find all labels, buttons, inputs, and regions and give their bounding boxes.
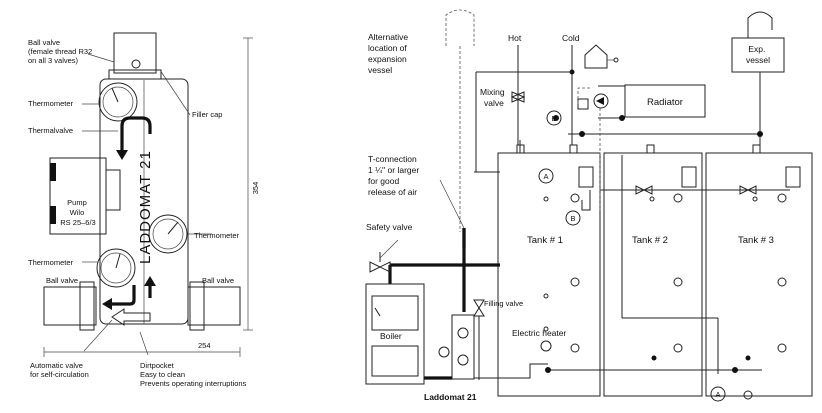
filler-cap-label: Filler cap: [192, 110, 222, 119]
marker-a-upper-text: A: [543, 172, 548, 181]
laddomat-label: Laddomat 21: [424, 392, 477, 402]
filling-valve-label: Filling valve: [484, 299, 523, 308]
alt-expansion-vessel: [445, 9, 475, 46]
thermometer-lower-label: Thermometer: [28, 258, 74, 267]
thermometer-lower-dial: [96, 248, 136, 288]
tank-3: [705, 152, 813, 397]
automatic-valve-arrow: [111, 308, 151, 326]
laddomat-small-unit: [451, 314, 475, 380]
top-ball-valve: [113, 32, 157, 74]
hot-label: Hot: [508, 33, 522, 43]
marker-a-lower: [710, 386, 726, 402]
thermometer-right-label: Thermometer: [194, 231, 240, 240]
safety-valve-label: Safety valve: [366, 222, 413, 232]
marker-a-upper: [538, 168, 554, 184]
outdoor-sensor-icon: [584, 44, 608, 69]
marker-b-upper: [546, 110, 562, 126]
tank-3-label: Tank # 3: [738, 235, 774, 246]
t-connection-label: T-connection 1 ¼" or larger for good rel…: [368, 154, 422, 197]
laddomat-vertical-title: LADDOMAT 21: [137, 150, 154, 264]
marker-b-upper-text: B: [551, 114, 556, 123]
tank-2-label: Tank # 2: [632, 235, 668, 246]
marker-b-lower: [565, 210, 581, 226]
laddomat-unit-drawing: [43, 32, 253, 357]
thermalvalve-label: Thermalvalve: [28, 126, 73, 135]
mixing-valve-label: Mixing valve: [480, 87, 507, 108]
thermalvalve-arrow: [120, 116, 152, 150]
ball-valve-right-body: [187, 286, 241, 326]
system-schematic: [365, 9, 813, 402]
automatic-valve-label: Automatic valve for self-circulation: [30, 361, 89, 379]
exp-vessel-label: Exp. vessel: [746, 44, 770, 65]
electric-heater-label: Electric heater: [512, 328, 566, 338]
dim-width-value: 254: [198, 341, 211, 350]
radiator-label: Radiator: [647, 97, 683, 108]
dim-height-value: 354: [251, 182, 260, 195]
top-flange: [108, 69, 162, 80]
ball-valve-left-body: [43, 286, 97, 326]
exp-vessel-box: [731, 37, 785, 73]
boiler-label: Boiler: [380, 331, 402, 341]
tank-1: [497, 152, 601, 397]
ball-valve-top-label: Ball valve (female thread R32 on all 3 v…: [28, 38, 94, 65]
marker-a-lower-text: A: [715, 390, 720, 399]
ball-valve-right-label: Ball valve: [202, 276, 234, 285]
pump-label: Pump Wilo RS 25–6/3: [60, 198, 95, 227]
cold-label: Cold: [562, 33, 580, 43]
boiler-box: [365, 283, 425, 385]
dirtpocket-label: Dirtpocket Easy to clean Prevents operat…: [140, 361, 247, 388]
tank-1-label: Tank # 1: [527, 235, 563, 246]
thermometer-upper-dial: [98, 82, 138, 122]
thermometer-upper-label: Thermometer: [28, 99, 74, 108]
ball-valve-left-label: Ball valve: [46, 276, 78, 285]
radiator-box: [624, 84, 706, 118]
alt-expansion-label: Alternative location of expansion vessel: [368, 32, 411, 75]
marker-b-lower-text: B: [570, 214, 575, 223]
thermometer-right-dial: [148, 214, 188, 254]
flow-arrow-left: [112, 285, 136, 306]
